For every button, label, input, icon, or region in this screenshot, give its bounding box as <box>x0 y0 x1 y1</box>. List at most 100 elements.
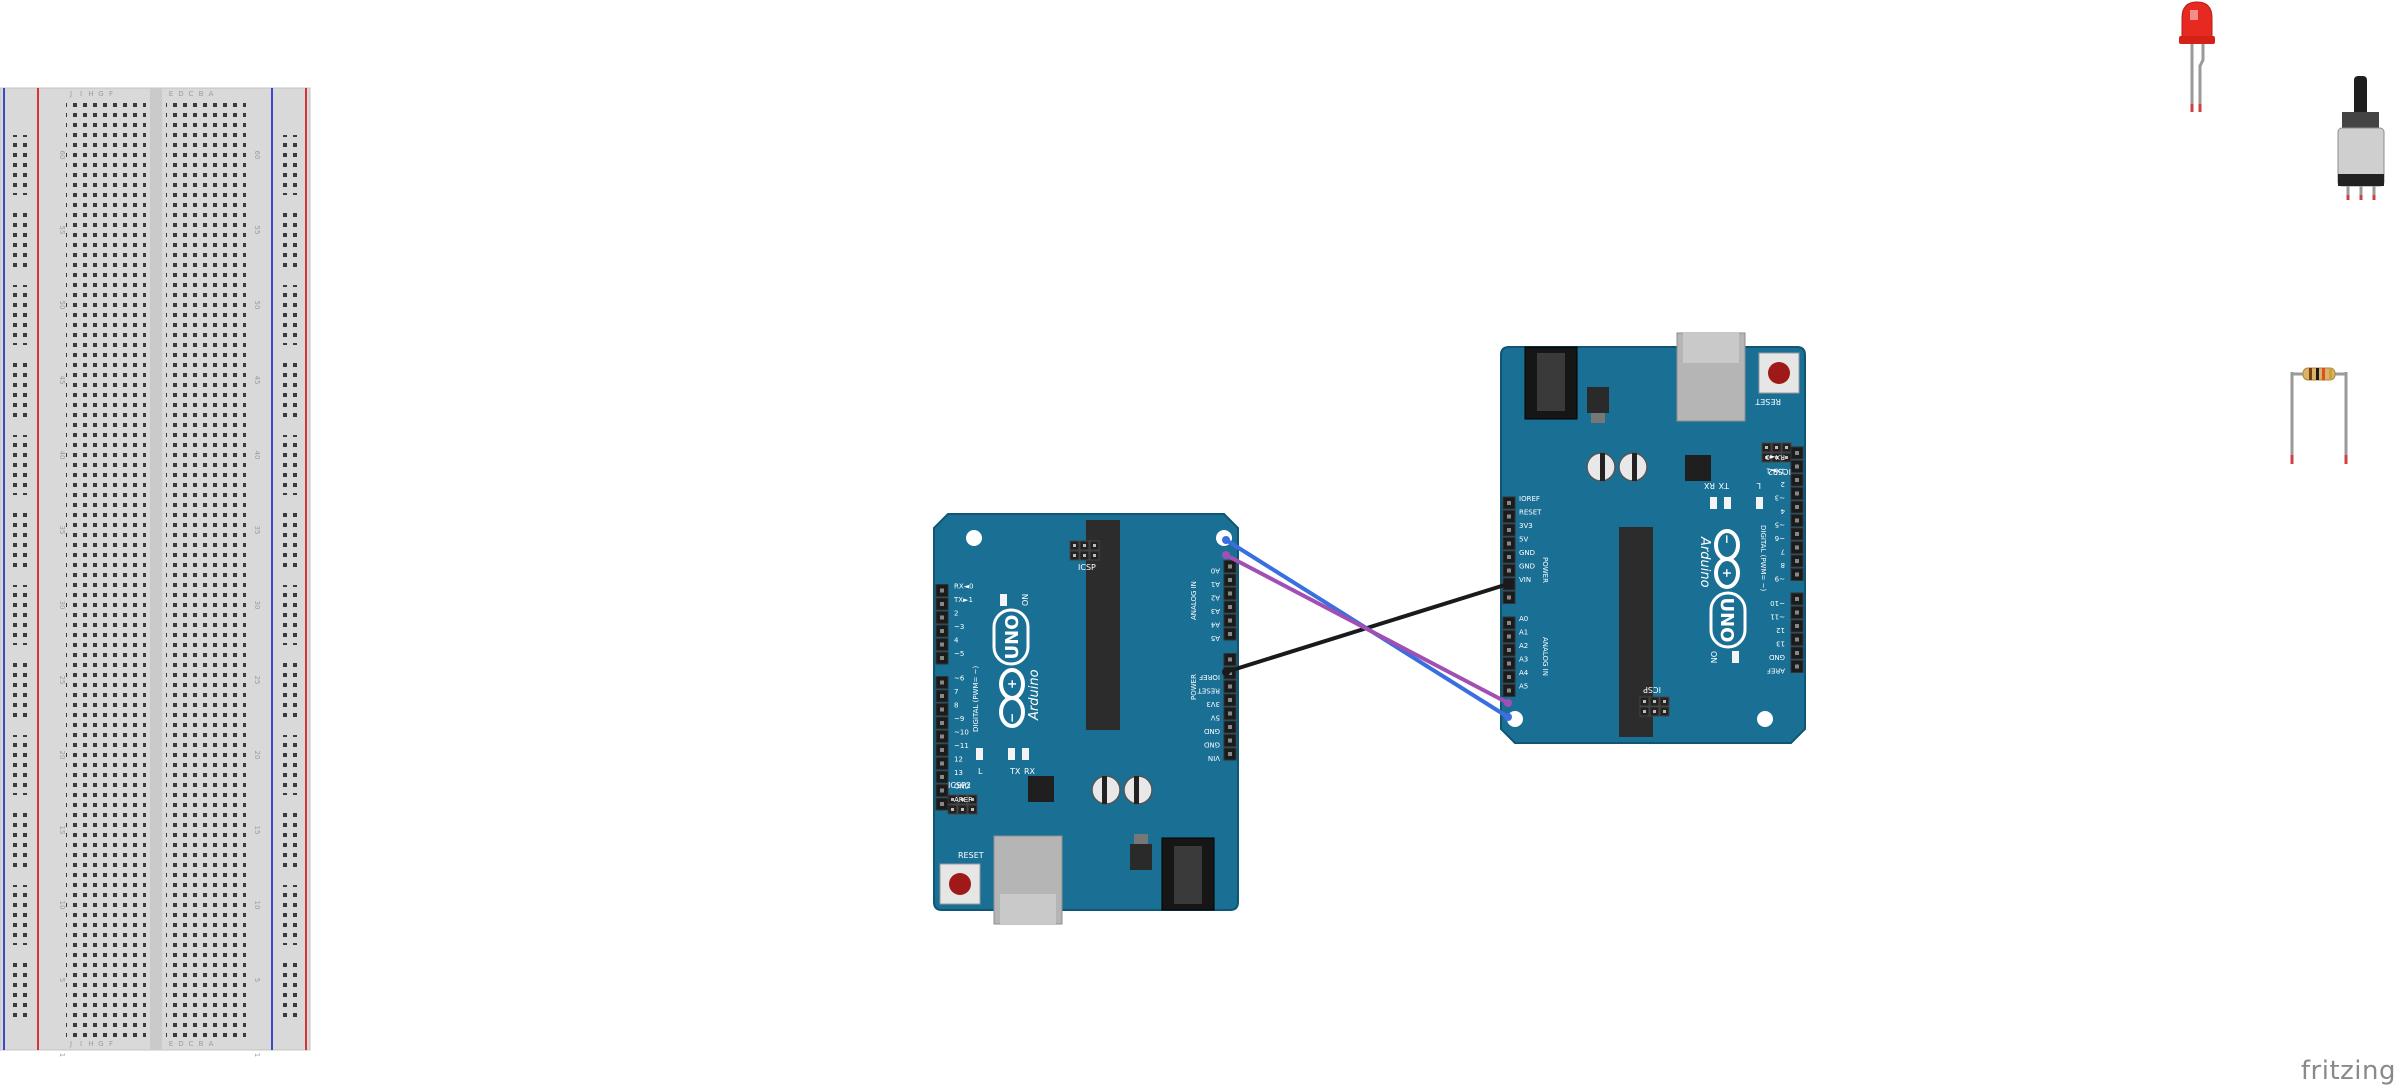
column-letter: A <box>209 90 214 98</box>
digital-pin-label: AREF <box>954 796 972 804</box>
digital-pin-label: ~11 <box>954 742 969 750</box>
digital-pin-label: ~9 <box>1775 575 1785 583</box>
right-rail-holes[interactable] <box>278 135 298 1020</box>
arduino-logo: −+ <box>1714 529 1740 589</box>
wire-a4-end-1[interactable] <box>1222 551 1230 559</box>
row-number: 55 <box>253 226 261 235</box>
led-body <box>2181 1 2213 41</box>
row-number: 45 <box>58 376 66 385</box>
rx-label: RX <box>1024 767 1036 776</box>
usb-chip <box>1028 776 1054 802</box>
rotary-potentiometer[interactable] <box>2337 76 2385 200</box>
terminal-strip-right[interactable] <box>166 98 246 1038</box>
digital-pin-label: ~6 <box>954 675 965 683</box>
icsp2-header[interactable] <box>947 794 978 815</box>
atmega-chip <box>1086 520 1120 730</box>
wire-gnd-end-2[interactable] <box>1504 580 1512 588</box>
digital-pin-label: RX◄0 <box>954 583 974 591</box>
power-pin-label: IOREF <box>1519 495 1540 503</box>
left-rail-holes[interactable] <box>10 135 30 1020</box>
digital-pin-label: 4 <box>954 637 959 645</box>
analog-pin-label: A5 <box>1211 634 1220 642</box>
row-number: 5 <box>58 978 66 982</box>
power-pin-label: RESET <box>1519 509 1542 517</box>
analog-pin-label: A2 <box>1519 642 1528 650</box>
on-led <box>1732 651 1739 663</box>
digital-pin-label: ~5 <box>1775 521 1785 529</box>
icsp2-label: ICSP2 <box>1768 467 1791 476</box>
uno-badge: UNO <box>1709 591 1747 649</box>
tx-led <box>1008 748 1015 760</box>
digital-pin-label: 2 <box>1781 480 1785 488</box>
column-letter: C <box>189 90 194 98</box>
analog-pin-label: A2 <box>1211 594 1220 602</box>
wire-a5-end-2[interactable] <box>1504 713 1512 721</box>
svg-text:−: − <box>1005 713 1019 723</box>
resistor[interactable] <box>2290 367 2348 464</box>
reset-button-cap[interactable] <box>1768 362 1790 384</box>
l-label: L <box>978 767 983 776</box>
row-number: 1 <box>253 1053 261 1057</box>
digital-title: DIGITAL (PWM= ~) <box>1759 525 1767 591</box>
on-label: ON <box>1021 594 1030 606</box>
column-letter: F <box>109 90 113 98</box>
column-letter: B <box>199 90 204 98</box>
row-number: 5 <box>253 978 261 982</box>
wire-a4-purple[interactable] <box>1224 553 1510 705</box>
icsp2-header[interactable] <box>1761 442 1792 463</box>
red-led[interactable] <box>2179 1 2215 112</box>
power-title: POWER <box>1541 557 1549 583</box>
terminal-strip-left[interactable] <box>66 98 146 1038</box>
column-letter: D <box>178 90 183 98</box>
digital-pin-label: ~9 <box>954 715 964 723</box>
row-number: 45 <box>253 376 261 385</box>
wire-a4-end-2[interactable] <box>1504 699 1512 707</box>
row-number: 20 <box>58 751 66 760</box>
wire-gnd-end-1[interactable] <box>1222 668 1230 676</box>
column-letter: I <box>80 90 82 98</box>
power-pin-label: RESET <box>1197 687 1220 695</box>
digital-pin-label: 8 <box>1781 561 1785 569</box>
on-label: ON <box>1709 651 1718 663</box>
row-number: 50 <box>58 301 66 310</box>
analog-pin-label: A1 <box>1519 629 1528 637</box>
wires-layer[interactable] <box>1222 536 1512 721</box>
icsp-header[interactable] <box>1069 540 1100 561</box>
column-letter: C <box>189 1040 194 1048</box>
analog-pin-label: A0 <box>1211 567 1220 575</box>
power-pin-label: VIN <box>1208 754 1220 762</box>
l-led <box>1756 497 1763 509</box>
column-letter: I <box>80 1040 82 1048</box>
column-letter: A <box>209 1040 214 1048</box>
wire-a5-end-1[interactable] <box>1222 536 1230 544</box>
row-number: 25 <box>253 676 261 685</box>
digital-pin-label: 12 <box>954 756 963 764</box>
reset-button-cap[interactable] <box>949 873 971 895</box>
power-pin-label: IOREF <box>1199 673 1220 681</box>
digital-pin-label: ~3 <box>954 623 964 631</box>
row-number: 60 <box>58 151 66 160</box>
fritzing-watermark: fritzing <box>2300 1056 2396 1086</box>
icsp-header[interactable] <box>1639 696 1670 717</box>
column-letter: F <box>109 1040 113 1048</box>
power-pin-label: 3V3 <box>1206 700 1220 708</box>
digital-pin-label: GND <box>954 783 970 791</box>
row-number: 35 <box>253 526 261 535</box>
power-pin-label: VIN <box>1519 576 1531 584</box>
power-pin-label: 5V <box>1211 714 1220 722</box>
row-number: 30 <box>253 601 261 610</box>
row-number: 60 <box>253 151 261 160</box>
svg-text:UNO: UNO <box>1716 598 1737 643</box>
tx-led <box>1724 497 1731 509</box>
digital-pin-label: 2 <box>954 610 958 618</box>
